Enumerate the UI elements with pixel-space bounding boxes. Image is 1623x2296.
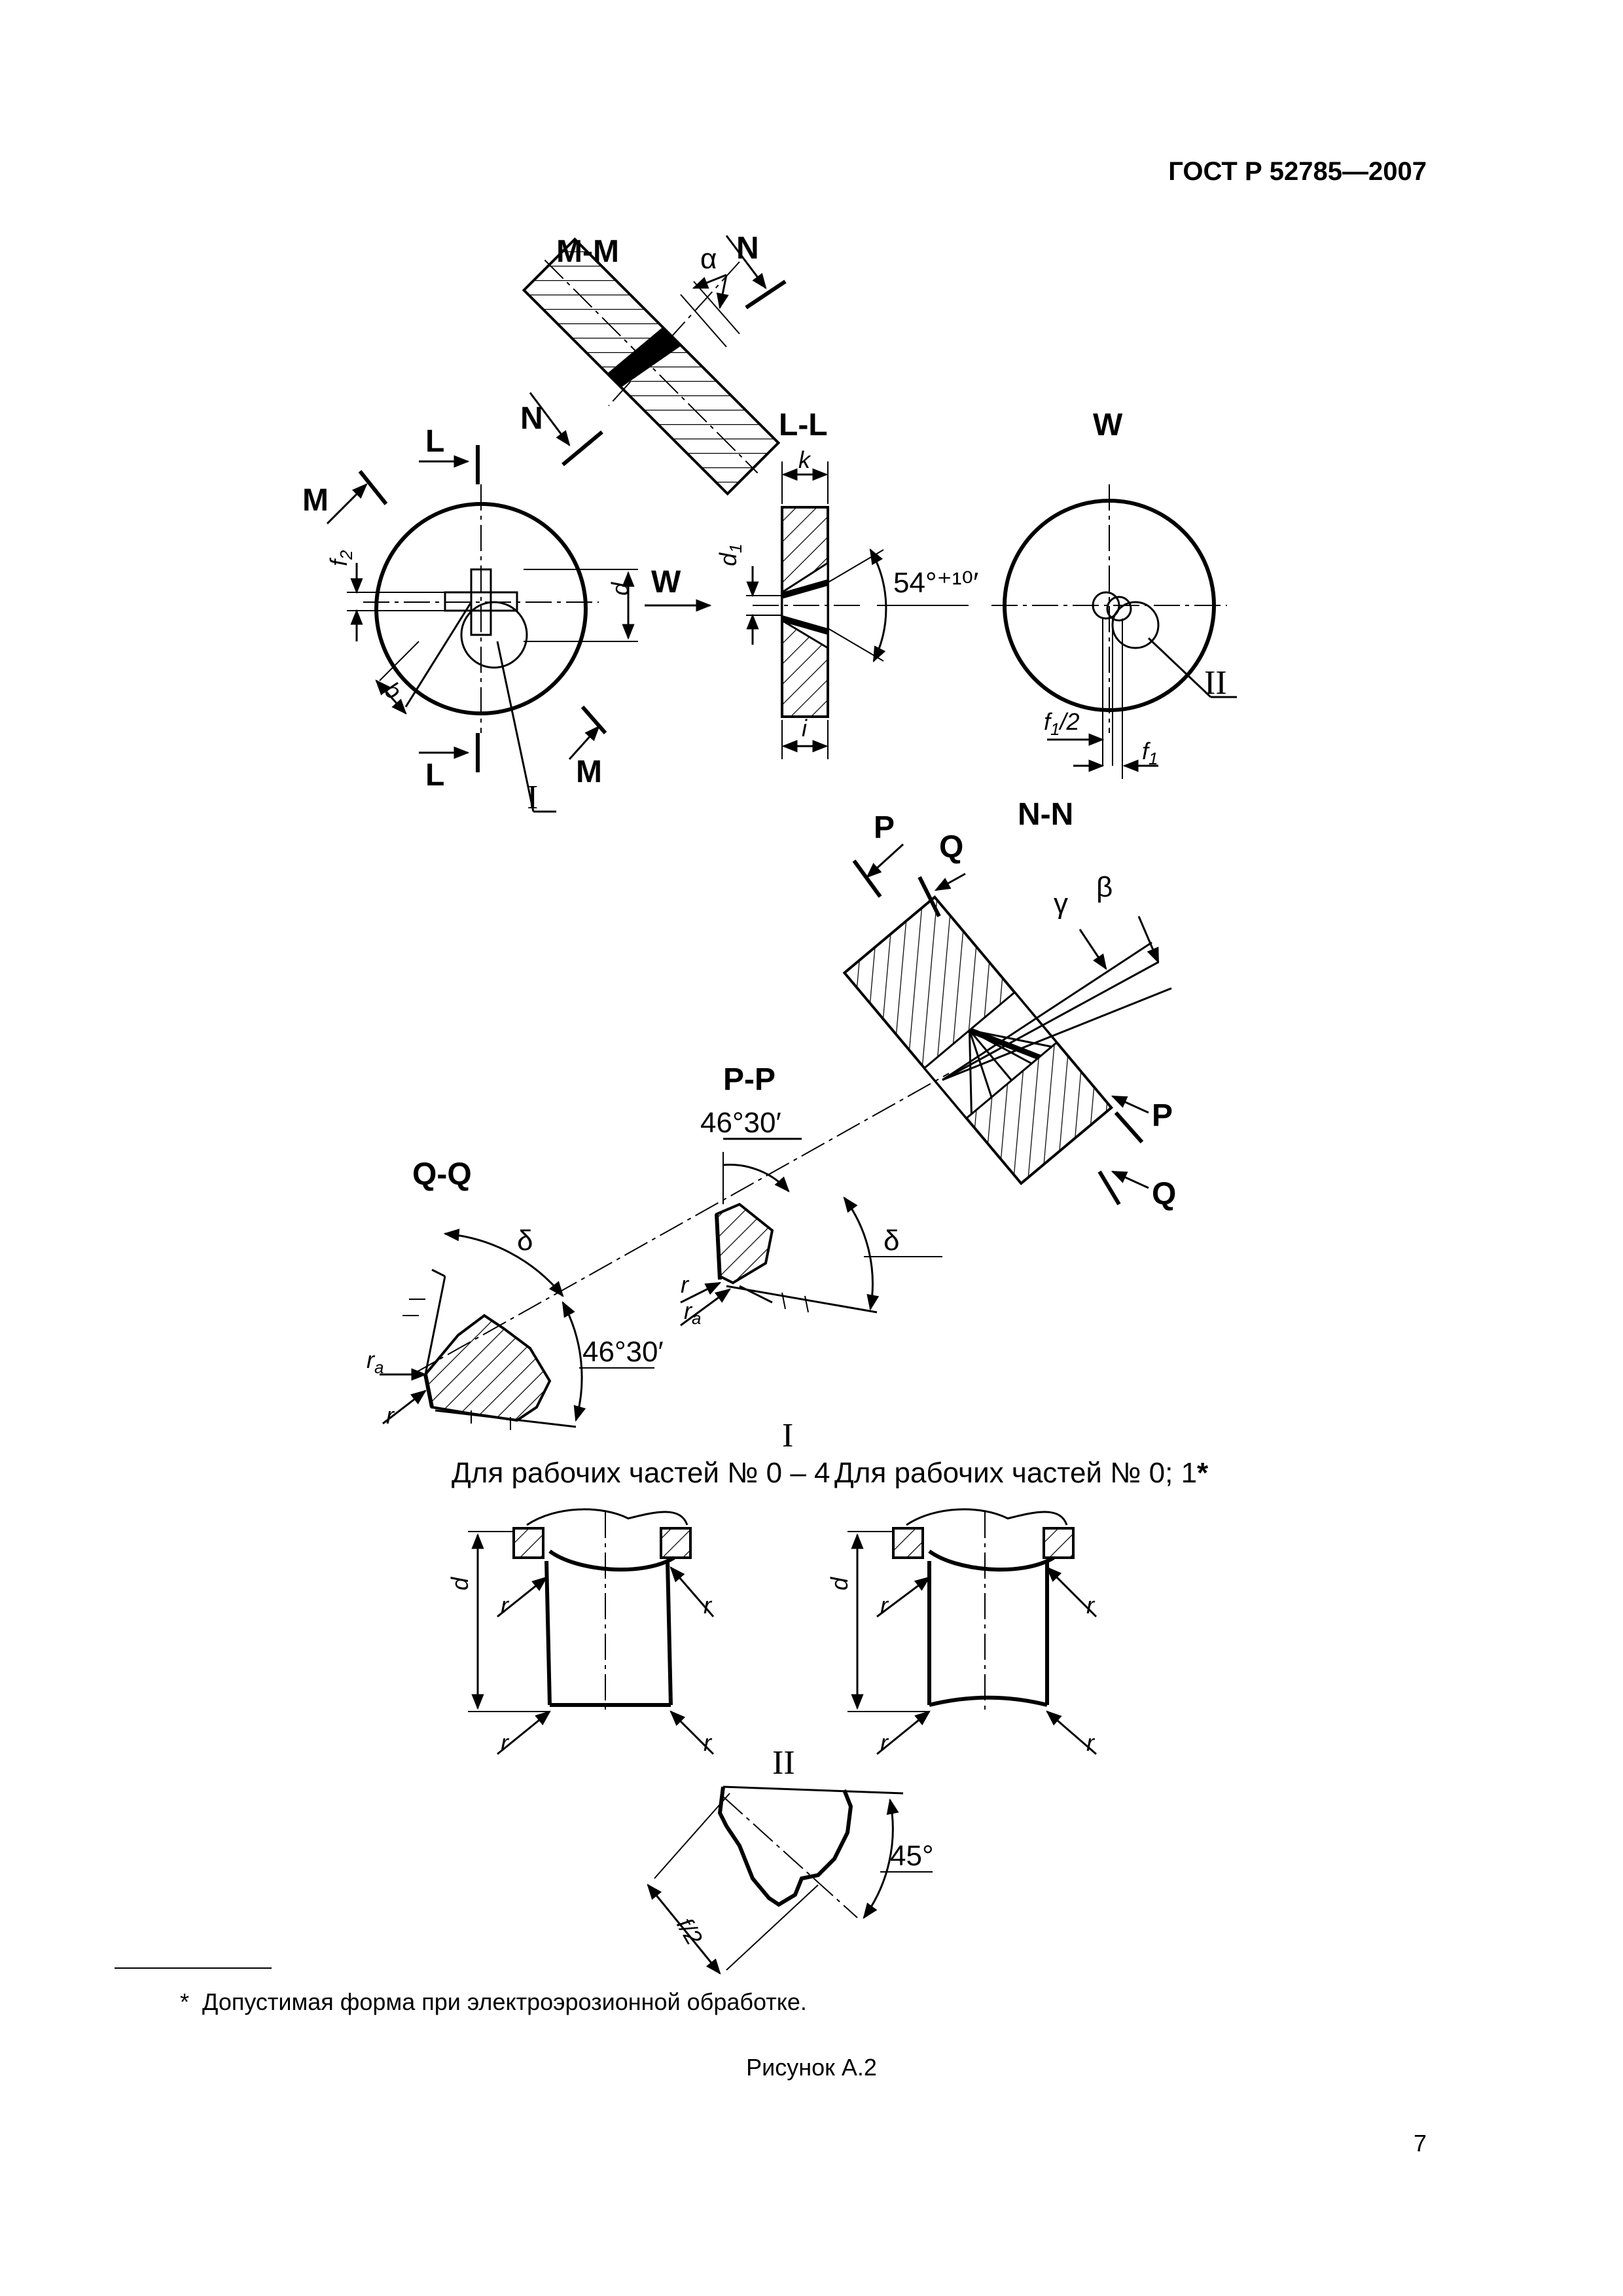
d1-dim-label: d1 — [715, 544, 745, 567]
l-top-label: L — [425, 424, 444, 459]
section-qq-label: Q-Q — [412, 1157, 472, 1192]
detail-i-right-r1: r — [880, 1592, 889, 1619]
footnote: * Допустимая форма при электроэрозионной… — [180, 1988, 807, 2016]
detail-i-right-r4: r — [1086, 1729, 1096, 1756]
detail-ii: II f/2 45° — [647, 1744, 934, 1975]
detail-i-right-r2: r — [1086, 1592, 1096, 1619]
section-nn-label: N-N — [1018, 797, 1073, 832]
detail-i-left: d r r r r — [446, 1508, 715, 1756]
pp-angle-label: 46°30′ — [700, 1107, 781, 1139]
pp-delta-label: δ — [883, 1225, 900, 1257]
f1-label: f1 — [1142, 738, 1158, 768]
detail-ii-angle: 45° — [890, 1840, 934, 1872]
f1-half-label: f1/2 — [1044, 708, 1080, 739]
detail-i-marker: I — [527, 779, 538, 816]
d-dim-label: d — [607, 582, 633, 596]
footnote-separator — [115, 1967, 272, 1969]
detail-ii-f-half: f/2 — [671, 1913, 708, 1949]
detail-i-left-caption: Для рабочих частей № 0 – 4 — [452, 1457, 830, 1489]
detail-i-right-d: d — [826, 1577, 853, 1590]
gamma-label: γ — [1054, 888, 1068, 920]
q-bottom-label: Q — [1152, 1177, 1176, 1211]
m-bottom-label: M — [576, 755, 602, 789]
detail-i-right-caption: Для рабочих частей № 0; 1* — [834, 1457, 1209, 1489]
section-l-l: L-L k i d1 54°⁺¹⁰′ — [715, 408, 978, 759]
detail-i-left-r1: r — [501, 1592, 510, 1619]
i-dim-label: i — [802, 715, 808, 742]
n-top-label: N — [736, 231, 759, 266]
f2-dim-label: f2 — [325, 550, 356, 566]
detail-ii-title: II — [772, 1744, 795, 1782]
footnote-text: Допустимая форма при электроэрозионной о… — [202, 1988, 807, 2015]
footnote-mark: * — [180, 1988, 190, 2015]
front-view: L L M M d f2 b I W — [302, 424, 712, 816]
m-top-label: M — [302, 483, 329, 518]
section-q-q: Q-Q δ 46°30′ ra r — [366, 1157, 664, 1430]
detail-i-left-r3: r — [501, 1729, 510, 1756]
pp-r-label: r — [681, 1271, 690, 1298]
qq-ra-label: ra — [366, 1346, 383, 1377]
view-w: W II f1/2 f1 — [991, 408, 1237, 779]
detail-i-right-r3: r — [880, 1729, 889, 1756]
qq-angle-label: 46°30′ — [582, 1336, 664, 1368]
view-w-label: W — [1093, 408, 1123, 442]
qq-r-label: r — [386, 1402, 395, 1429]
n-bottom-label: N — [520, 401, 543, 436]
beta-label: β — [1096, 871, 1113, 903]
section-p-p: P-P 46°30′ δ r ra — [412, 1062, 950, 1375]
detail-i-left-r4: r — [704, 1729, 713, 1756]
w-arrow-label: W — [651, 565, 681, 600]
detail-i: I Для рабочих частей № 0 – 4 Для рабочих… — [446, 1417, 1209, 1756]
page-number: 7 — [1413, 2130, 1427, 2157]
detail-i-left-d: d — [446, 1577, 473, 1590]
section-pp-label: P-P — [723, 1062, 776, 1097]
figure-caption: Рисунок А.2 — [746, 2054, 877, 2081]
alpha-label: α — [700, 243, 717, 275]
detail-i-right: d r r r r — [826, 1508, 1097, 1756]
section-n-n: N-N P Q γ β P Q — [842, 797, 1176, 1211]
l-bottom-label: L — [425, 758, 444, 793]
angle-54-label: 54°⁺¹⁰′ — [893, 567, 978, 599]
k-dim-label: k — [798, 446, 812, 473]
p-bottom-label: P — [1152, 1098, 1173, 1133]
detail-i-title: I — [782, 1417, 793, 1454]
p-top-label: P — [874, 810, 895, 845]
detail-ii-marker: II — [1204, 664, 1227, 702]
qq-delta-label: δ — [517, 1225, 533, 1257]
section-ll-label: L-L — [779, 408, 828, 442]
standard-header: ГОСТ Р 52785—2007 — [1168, 157, 1427, 186]
section-m-m: M-M α N N — [520, 231, 787, 496]
q-top-label: Q — [939, 830, 963, 865]
